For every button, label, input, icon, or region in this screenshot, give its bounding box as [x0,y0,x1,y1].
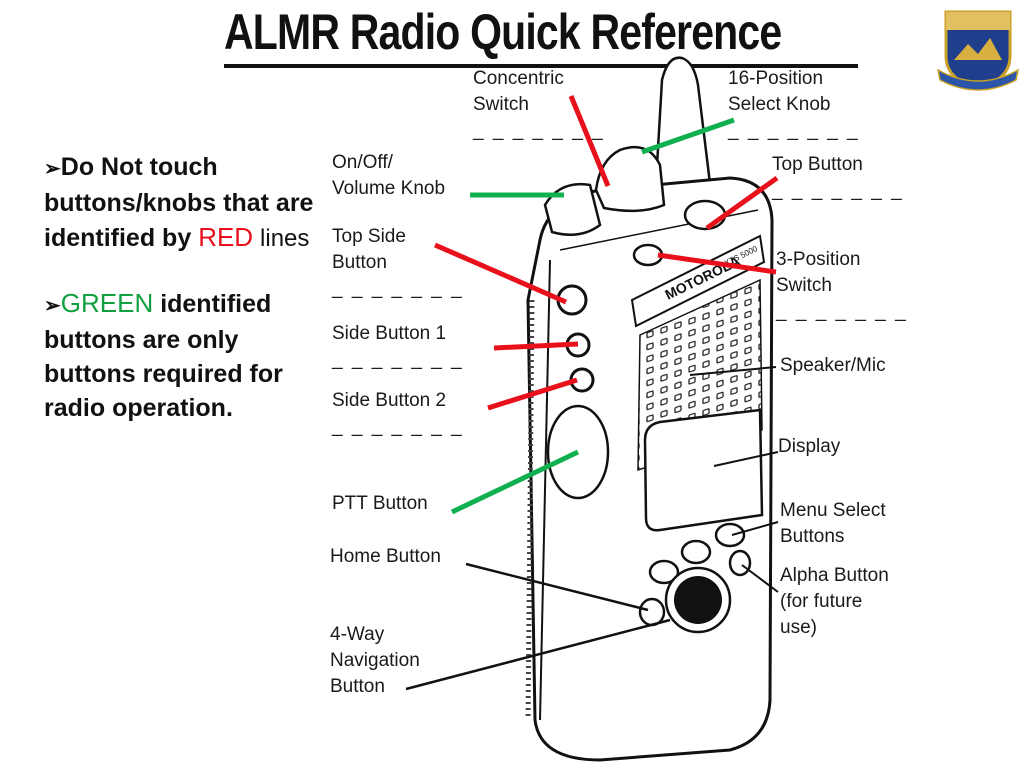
page-title: ALMR Radio Quick Reference [224,4,782,60]
bullet-red-lead: Do Not touch buttons/knobs that are iden… [44,153,314,252]
alpha-button [728,549,752,577]
blank-line: _ _ _ _ _ _ _ [332,278,464,299]
bullet-red-word: RED [198,222,254,252]
crest-logo [936,10,1020,91]
line-ptt [450,449,580,515]
nav-pad-center [674,576,722,624]
bullet-green-tail: identified buttons are only buttons requ… [44,290,283,422]
label-side-button-2: Side Button 2 _ _ _ _ _ _ _ [332,388,464,440]
antenna [653,56,714,202]
label-speaker-mic: Speaker/Mic [780,355,886,376]
label-three-position-switch: 3-Position Switch _ _ _ _ _ _ _ [776,247,908,325]
bullet-green-info: ➢GREEN identified buttons are only butto… [44,286,314,425]
menu-button-left [648,559,680,585]
line-side-1 [493,341,579,351]
label-top-side-button: Top Side Button _ _ _ _ _ _ _ [332,224,464,302]
label-nav-button: 4-Way Navigation Button [330,624,420,697]
line-speaker [689,366,777,376]
menu-button-middle [680,539,712,565]
label-display: Display [778,436,841,457]
label-onoff-volume: On/Off/ Volume Knob [332,152,446,199]
label-concentric-switch: Concentric Switch _ _ _ _ _ _ _ [473,66,605,144]
home-button [638,597,666,627]
volume-knob [543,182,602,237]
line-three-position [657,252,777,275]
label-alpha-button: Alpha Button (for future use) [780,565,889,638]
line-display [713,451,779,467]
radio-body: MOTOROLA XTS 5000 [525,145,774,762]
line-side-2 [487,377,578,411]
title-underline [224,64,858,68]
line-select-knob [641,117,735,155]
label-side-button-1: Side Button 1 _ _ _ _ _ _ _ [332,321,464,373]
line-alpha [741,564,779,593]
blank-line: _ _ _ _ _ _ _ [332,416,464,437]
blank-line: _ _ _ _ _ _ _ [776,301,908,322]
label-select-knob: 16-Position Select Knob _ _ _ _ _ _ _ [728,66,860,144]
label-top-button: Top Button _ _ _ _ _ _ _ [772,152,904,204]
instruction-bullets: ➢Do Not touch buttons/knobs that are ide… [44,150,314,455]
menu-button-right [714,522,746,548]
bullet-arrow-icon: ➢ [44,295,61,317]
line-top-side [434,242,567,305]
label-ptt-button: PTT Button [332,493,428,514]
line-home [465,562,649,612]
line-top-button [705,175,779,231]
bullet-red-warning: ➢Do Not touch buttons/knobs that are ide… [44,150,314,256]
three-position-switch [632,243,664,267]
line-nav [405,618,671,691]
label-home-button: Home Button [330,546,441,567]
label-menu-select: Menu Select Buttons [780,500,886,547]
line-concentric [568,95,611,187]
line-menu [731,521,779,536]
blank-line: _ _ _ _ _ _ _ [772,180,904,201]
bullet-arrow-icon: ➢ [44,158,61,180]
callout-lines [405,95,779,691]
blank-line: _ _ _ _ _ _ _ [728,120,860,141]
blank-line: _ _ _ _ _ _ _ [332,349,464,370]
bullet-red-tail: lines [260,225,310,252]
radio-display [643,408,764,532]
top-button [683,199,727,231]
bullet-green-word: GREEN [60,288,154,318]
blank-line: _ _ _ _ _ _ _ [473,120,605,141]
